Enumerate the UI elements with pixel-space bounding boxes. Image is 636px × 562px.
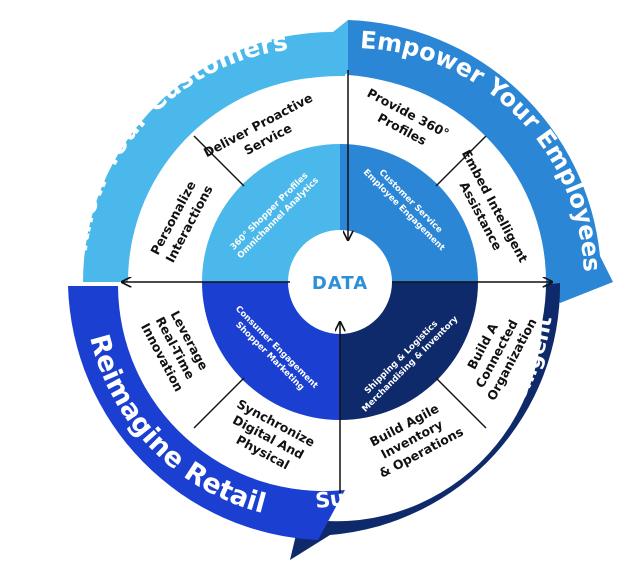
center-label: DATA — [312, 273, 368, 294]
axis-arrows — [122, 70, 552, 494]
quadrant-reimagine-retail — [68, 286, 345, 540]
middle-dividers — [193, 135, 487, 429]
inner-ring — [202, 144, 478, 420]
